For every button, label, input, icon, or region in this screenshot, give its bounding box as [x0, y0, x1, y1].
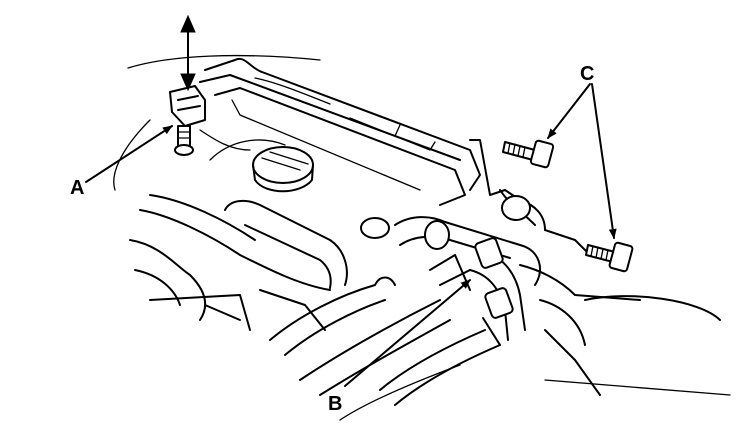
callout-b-label: B	[328, 393, 343, 415]
right-hose	[379, 237, 526, 406]
up-down-arrow-icon	[180, 14, 196, 92]
oil-filler-cap	[252, 146, 314, 193]
right-bracket-structure	[469, 139, 731, 396]
callout-a-label: A	[70, 177, 85, 199]
bolt-c-lower	[585, 241, 634, 273]
callout-c-label: C	[580, 63, 595, 85]
lower-hoses	[129, 194, 461, 421]
bracket-a	[169, 85, 206, 156]
bolt-c-upper	[502, 139, 555, 169]
leader-lines	[85, 83, 617, 387]
coolant-pipe	[360, 216, 541, 291]
engine-block-outline	[113, 54, 481, 206]
